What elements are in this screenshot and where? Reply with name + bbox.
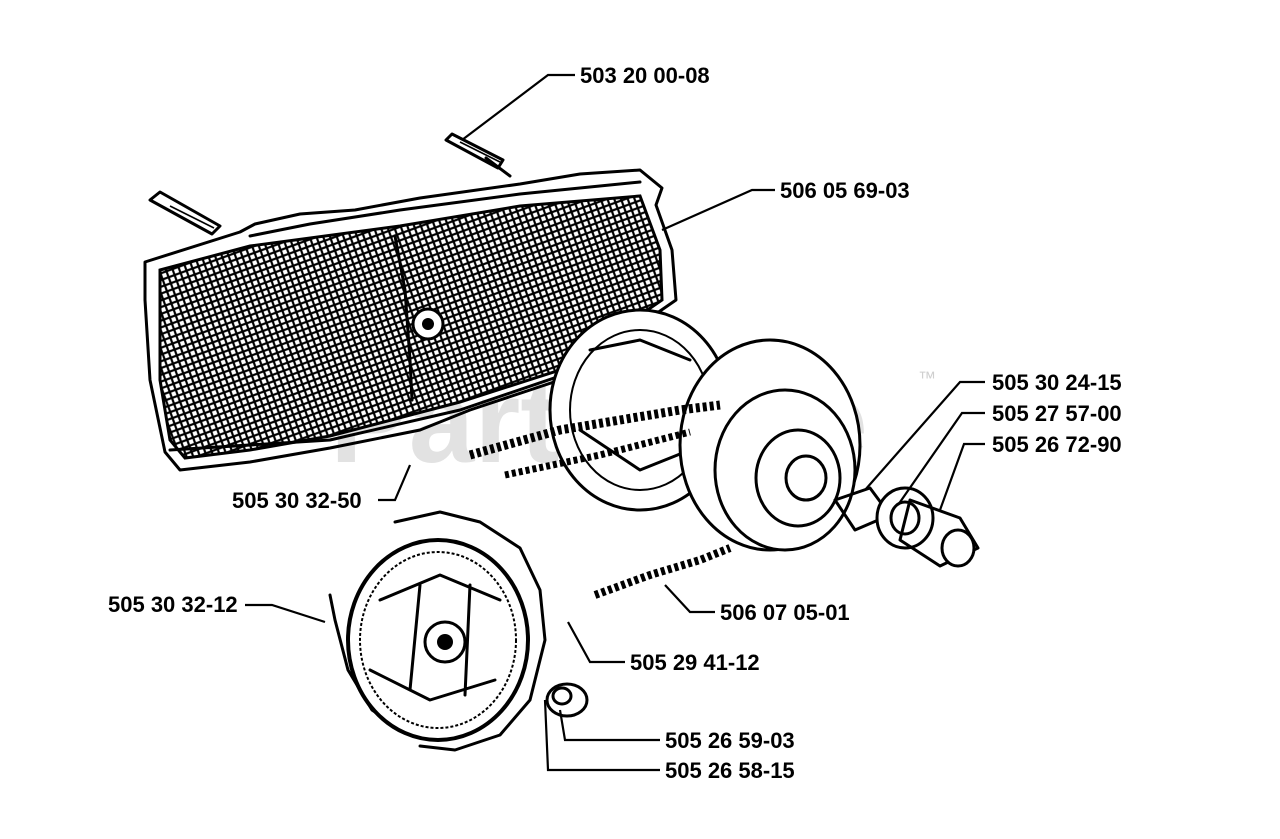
label-505294112: 505 29 41-12 (630, 650, 760, 675)
label-503200008: 503 20 00-08 (580, 63, 710, 88)
screw-left (148, 190, 222, 236)
label-505303212: 505 30 32-12 (108, 592, 238, 617)
label-505303250: 505 30 32-50 (232, 488, 362, 513)
label-505302415: 505 30 24-15 (992, 370, 1122, 395)
clutch-drum (548, 308, 862, 552)
clutch-cover (143, 168, 678, 472)
label-505275700: 505 27 57-00 (992, 401, 1122, 426)
crankshaft-parts (833, 486, 980, 568)
saw-chain (468, 400, 732, 599)
part-labels: 503 20 00-08 506 05 69-03 505 30 24-15 5… (108, 63, 1122, 783)
leader-lines (245, 73, 985, 772)
label-505267290: 505 26 72-90 (992, 432, 1122, 457)
screw-top (444, 132, 512, 178)
label-505265815: 505 26 58-15 (665, 758, 795, 783)
label-506070501: 506 07 05-01 (720, 600, 850, 625)
nut-and-washer (545, 682, 589, 718)
trademark-symbol: ™ (918, 368, 936, 388)
label-505265903: 505 26 59-03 (665, 728, 795, 753)
label-506056903: 506 05 69-03 (780, 178, 910, 203)
clutch-assembly (346, 538, 530, 742)
